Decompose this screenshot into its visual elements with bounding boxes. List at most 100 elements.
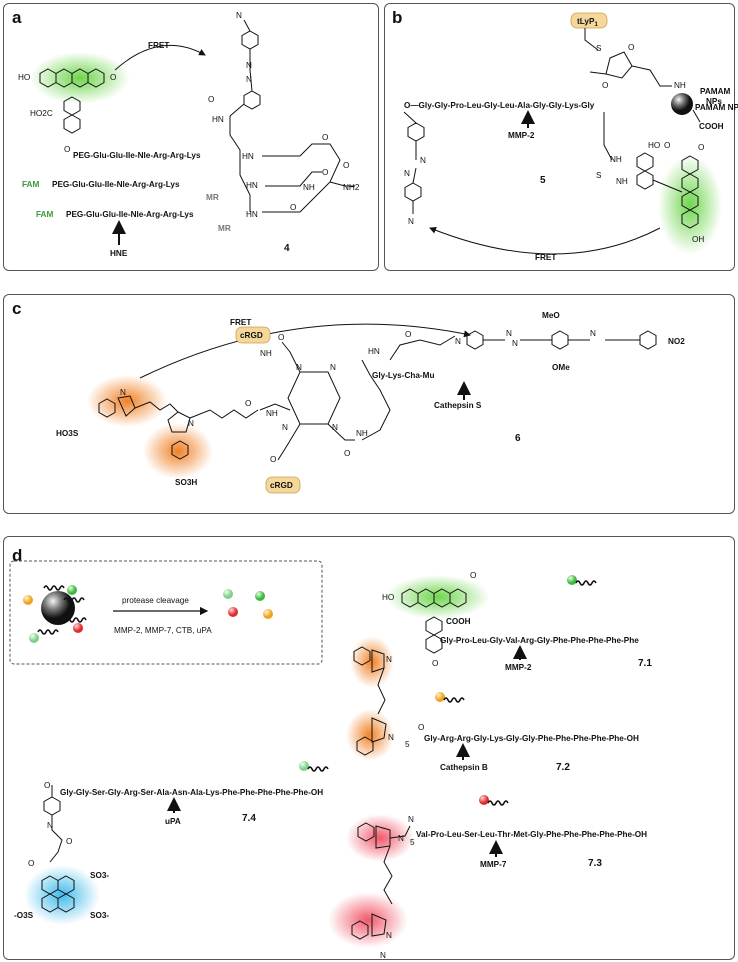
- atom-hn-c4: HN: [368, 347, 380, 356]
- atom-o-b3: O: [664, 141, 670, 150]
- branched-linker: [262, 143, 355, 213]
- atom-n-cy1: N: [120, 388, 126, 397]
- cyanine-glow-right: [143, 423, 213, 479]
- fluorescein-glow-d: [386, 575, 490, 619]
- atom-o-ether1: O: [322, 133, 328, 142]
- coil-4: [37, 629, 59, 635]
- atom-n-b-azo1: N: [420, 156, 426, 165]
- atom-o: O: [110, 73, 116, 82]
- fluorescein-glow: [30, 52, 130, 104]
- coil-73: [487, 800, 509, 806]
- atom-n-c-azo1: N: [506, 329, 512, 338]
- dot-mint-2: [223, 589, 233, 599]
- fret-arrow-a: [114, 44, 206, 71]
- fret-label-c: FRET: [230, 318, 251, 327]
- atom-n-72b: N: [388, 733, 394, 742]
- tlyp1-label: tLyP1: [577, 17, 598, 28]
- process-label: protease cleavage: [122, 596, 189, 605]
- coil-71: [575, 580, 597, 586]
- dot-orange-2: [263, 609, 273, 619]
- atom-ho-b: HO: [648, 141, 660, 150]
- atom-n-72a: N: [386, 655, 392, 664]
- atom-s-b: S: [596, 44, 602, 53]
- nanoparticle-d: [41, 591, 75, 625]
- dot-red-73: [479, 795, 489, 805]
- atom-ho2c: HO2C: [30, 109, 53, 118]
- atom-o-d7: N: [408, 815, 414, 824]
- dot-green-2: [255, 591, 265, 601]
- atom-n-74: N: [47, 821, 53, 830]
- enzyme-hne: HNE: [110, 249, 128, 258]
- atom-o-c4: O: [270, 455, 276, 464]
- ome-label: OMe: [552, 363, 570, 372]
- quencher-structure-b: [403, 111, 425, 214]
- compound-74: 7.4: [242, 813, 256, 824]
- atom-o-urea: O: [343, 161, 349, 170]
- atom-n-ring3: N: [282, 423, 288, 432]
- cyanine-glow-73a: [346, 814, 414, 862]
- atom-o-c5: O: [405, 330, 411, 339]
- atom-o-c2: O: [278, 333, 284, 342]
- quencher-structure-a: [229, 19, 261, 212]
- sulfo-right: SO3H: [175, 478, 197, 487]
- compound-72: 7.2: [556, 762, 570, 773]
- atom-n-azo2: N: [246, 75, 252, 84]
- atom-nh-b1: NH: [674, 81, 686, 90]
- atom-o-c1: O: [245, 399, 251, 408]
- atom-n-73a: N: [398, 834, 404, 843]
- nps-label: NPs: [706, 97, 722, 106]
- fret-label-a: FRET: [148, 41, 169, 50]
- cyanine-structure-72: [353, 646, 387, 756]
- atom-nh2-urea: NH2: [343, 183, 360, 192]
- fret-label-b: FRET: [535, 253, 556, 262]
- cyanine-glow-72b: [346, 709, 394, 761]
- crgd-pill-top: [235, 326, 271, 344]
- sub5-73: 5: [410, 838, 415, 847]
- panel-c-label: c: [12, 299, 22, 318]
- so3-a: SO3-: [90, 871, 109, 880]
- compound-5: 5: [540, 175, 546, 186]
- maleimide-linker: [584, 28, 672, 87]
- atom-n-b-dimethyl: N: [408, 217, 414, 226]
- crgd-top: cRGD: [240, 331, 263, 340]
- macrocycle-c: [259, 341, 355, 461]
- cooh-71: COOH: [446, 617, 471, 626]
- panel-a-label: a: [12, 8, 22, 27]
- peptide-line2: PEG-Glu-Glu-Ile-Nle-Arg-Arg-Lys: [52, 180, 180, 189]
- compound-4: 4: [284, 243, 290, 254]
- atom-o-d2: O: [432, 659, 438, 668]
- peptide-74: Gly-Gly-Ser-Gly-Arg-Ser-Ala-Asn-Ala-Lys-…: [60, 788, 323, 797]
- atom-o-ether3: O: [290, 203, 296, 212]
- atom-n-73b: N: [386, 931, 392, 940]
- peptide-73: Val-Pro-Leu-Ser-Leu-Thr-Met-Gly-Phe-Phe-…: [416, 830, 647, 839]
- cyanine-structure-c: [98, 395, 259, 460]
- atom-n-azo1: N: [246, 61, 252, 70]
- fret-arrow-b: [429, 226, 661, 255]
- enzyme-mmp2-b: MMP-2: [508, 131, 535, 140]
- cyanine-glow-73b: [328, 892, 408, 948]
- so3-b: -O3S: [14, 911, 34, 920]
- atom-o-b1: O: [628, 43, 634, 52]
- compound-6: 6: [515, 433, 521, 444]
- atom-o-d6: O: [28, 859, 34, 868]
- fam-label-2: FAM: [36, 210, 53, 219]
- crgd-bottom: cRGD: [270, 481, 293, 490]
- coil-72: [443, 697, 465, 703]
- cooh-b: COOH: [699, 122, 724, 131]
- atom-o-d4: O: [44, 781, 50, 790]
- atom-o-c3: O: [344, 449, 350, 458]
- coil-74: [307, 766, 329, 772]
- panel-d-content: protease cleavage MMP-2, MMP-7, CTB, uPA…: [9, 560, 652, 960]
- enzyme-72: Cathepsin B: [440, 763, 488, 772]
- compound-73: 7.3: [588, 858, 602, 869]
- panel-a-content: HO O HO2C O FRET N N N O HN PEG-Glu-Glu-…: [18, 11, 360, 258]
- dot-mint-74: [299, 761, 309, 771]
- enzyme-cathepsin-s: Cathepsin S: [434, 401, 482, 410]
- enzyme-74: uPA: [165, 817, 181, 826]
- cyanine-glow-left: [87, 375, 167, 427]
- peptide-c: Gly-Lys-Cha-Mu: [372, 371, 434, 380]
- dot-green-71: [567, 575, 577, 585]
- atom-n-ring4: N: [332, 423, 338, 432]
- atom-o-d5: O: [66, 837, 72, 846]
- atom-o-ether2: O: [322, 168, 328, 177]
